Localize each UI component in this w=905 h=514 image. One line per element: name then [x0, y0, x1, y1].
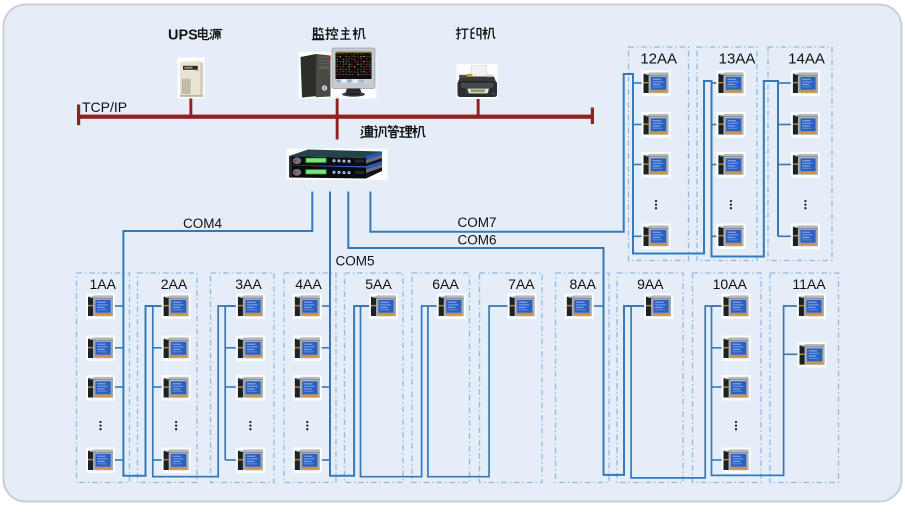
svg-text:11AA: 11AA: [792, 276, 826, 292]
svg-text:COM5: COM5: [336, 254, 375, 269]
svg-text:COM6: COM6: [458, 233, 497, 248]
svg-text:9AA: 9AA: [637, 276, 664, 292]
svg-text:12AA: 12AA: [640, 51, 677, 68]
svg-text:TCP/IP: TCP/IP: [82, 99, 127, 115]
svg-text:2AA: 2AA: [161, 276, 188, 292]
svg-text:COM4: COM4: [183, 216, 222, 231]
svg-text:5AA: 5AA: [365, 276, 392, 292]
svg-text:UPS: UPS: [168, 27, 198, 43]
svg-text:COM7: COM7: [458, 215, 497, 230]
svg-text:13AA: 13AA: [719, 51, 756, 68]
svg-text:14AA: 14AA: [788, 51, 825, 68]
svg-text:1AA: 1AA: [89, 276, 116, 292]
svg-text:10AA: 10AA: [713, 276, 748, 292]
svg-text:8AA: 8AA: [569, 276, 596, 292]
svg-text:7AA: 7AA: [508, 276, 535, 292]
svg-text:4AA: 4AA: [295, 276, 322, 292]
svg-text:3AA: 3AA: [235, 276, 262, 292]
svg-text:6AA: 6AA: [432, 276, 459, 292]
